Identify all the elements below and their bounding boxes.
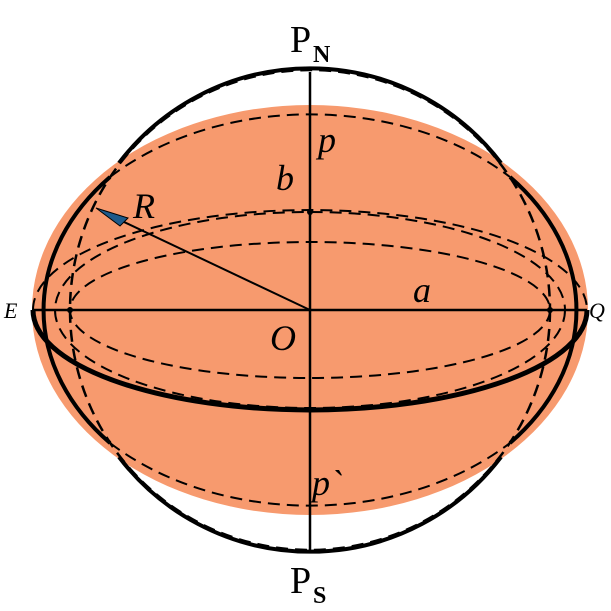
north-pole-label-main: P	[290, 19, 311, 61]
south-pole-label-main: P	[290, 560, 311, 602]
q-point-label: Q	[589, 298, 605, 323]
left-point	[67, 307, 73, 313]
sphere-outline-top	[117, 66, 503, 165]
east-label: E	[3, 298, 18, 323]
b-point	[307, 209, 313, 215]
north-pole-label-sub: N	[313, 42, 331, 68]
radius-arrowhead	[95, 207, 129, 227]
semi-major-label: a	[413, 270, 431, 310]
a-point	[547, 307, 553, 313]
radius-label: R	[132, 186, 155, 226]
semi-minor-label: b	[276, 158, 294, 198]
pole-top-label: p	[315, 120, 336, 160]
origin-label: O	[270, 318, 296, 358]
radius-line	[102, 211, 311, 311]
south-pole-label-sub: S	[313, 583, 326, 609]
pole-bottom-label: p`	[309, 463, 342, 503]
